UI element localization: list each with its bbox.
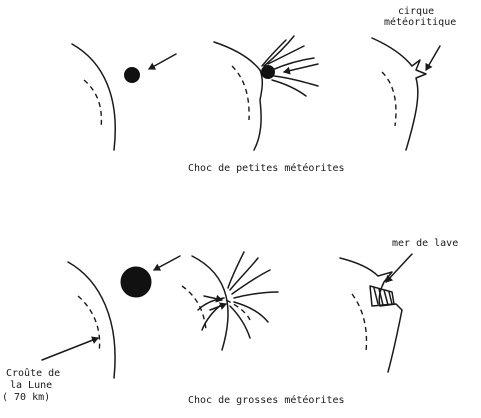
small-impact-cirque <box>371 37 441 151</box>
small-impact-approach <box>71 43 177 151</box>
large-meteorite <box>120 266 152 298</box>
large-impact-approach <box>41 255 181 379</box>
lava-sea-label: mer de lave <box>392 238 459 249</box>
impacting-meteorite <box>261 65 275 79</box>
cirque-label-line1: cirque <box>398 6 435 17</box>
large-impact-lava-sea <box>339 253 413 373</box>
small-impact-collision <box>213 35 319 151</box>
crust-label-line2: la Lune <box>10 380 53 391</box>
large-impacts-caption: Choc de grosses météorites <box>188 395 345 406</box>
large-impact-collision <box>181 251 279 351</box>
cirque-label-line2: météoritique <box>384 17 457 28</box>
crust-label-line3: ( 70 km) <box>2 392 51 403</box>
cirque-pointer <box>425 45 441 71</box>
small-meteorite <box>124 67 140 83</box>
approach-arrow <box>148 53 177 70</box>
small-impacts-caption: Choc de petites météorites <box>188 163 345 174</box>
crust-label-line1: Croûte de <box>6 368 61 379</box>
crust-pointer <box>41 336 99 361</box>
lava-pointer <box>385 253 413 283</box>
